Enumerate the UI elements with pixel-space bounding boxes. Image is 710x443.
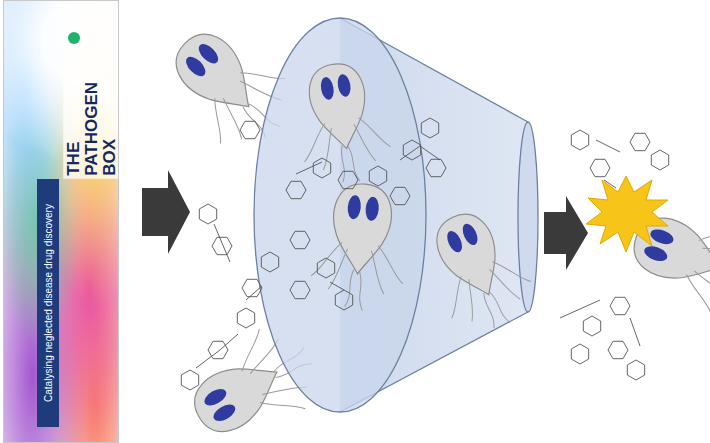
giardia-cell: [413, 199, 543, 344]
flow-arrow: [142, 170, 190, 254]
giardia-cell: [309, 180, 412, 314]
green-dot: [68, 32, 80, 44]
funnel-mouth: [254, 18, 426, 412]
subtitle-text: Catalysing neglected disease drug discov…: [43, 204, 54, 402]
flow-arrow: [544, 196, 588, 270]
explosion-burst: [586, 176, 668, 252]
subtitle-band: Catalysing neglected disease drug discov…: [37, 179, 59, 427]
cover-title: THE PATHOGEN BOX: [63, 79, 119, 179]
chemical-structures: [181, 118, 668, 390]
funnel-outlet: [518, 122, 538, 312]
cover-panel: THE PATHOGEN BOX Catalysing neglected dis…: [3, 0, 119, 443]
